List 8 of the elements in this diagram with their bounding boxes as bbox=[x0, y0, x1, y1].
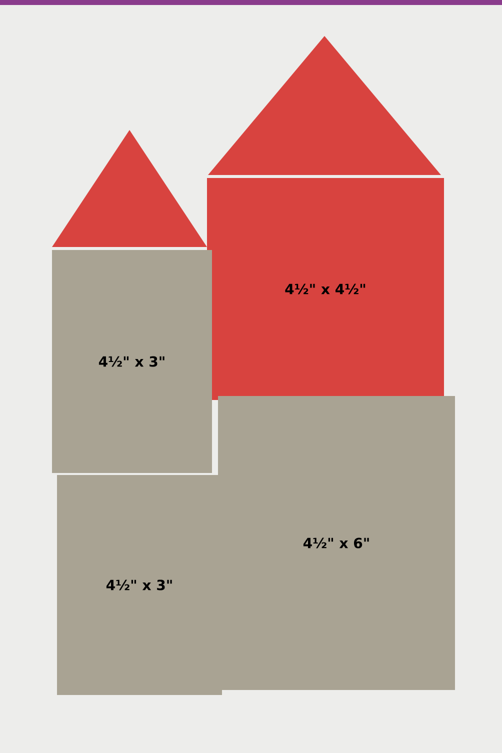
paper-piece: 4½" x 4½" bbox=[207, 178, 444, 400]
paper-piece: 4½" x 3" bbox=[52, 250, 212, 473]
node-label: 4½" x 6" bbox=[303, 538, 369, 548]
paper-piece: 4½" x 6" bbox=[218, 396, 455, 690]
node-label: 4½" x 3" bbox=[106, 580, 172, 590]
paper-piece: 4½" x 3" bbox=[57, 475, 222, 695]
roof-triangle bbox=[52, 130, 207, 247]
roof-triangle bbox=[208, 36, 441, 175]
